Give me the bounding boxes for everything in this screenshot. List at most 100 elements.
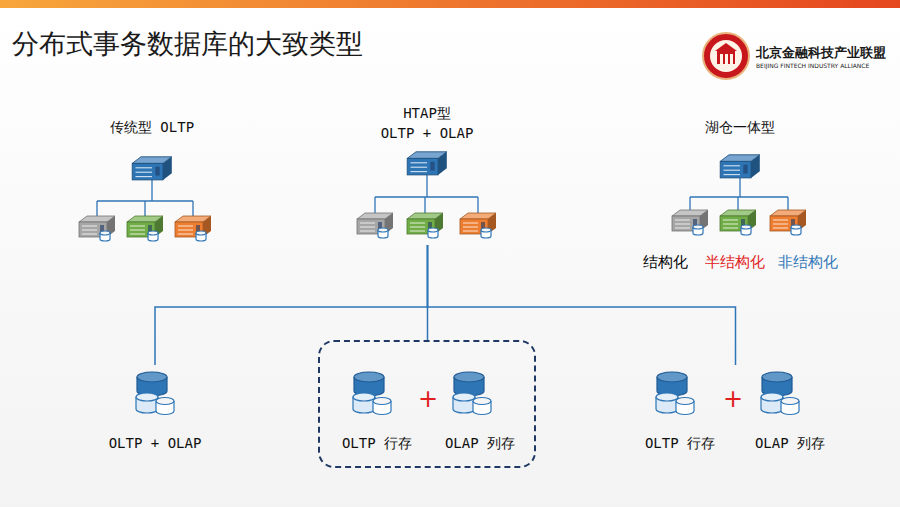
server-icon	[175, 216, 211, 241]
line-shape	[136, 172, 153, 173]
line-shape	[675, 224, 690, 225]
ellipse-shape	[791, 225, 801, 229]
line-shape	[82, 234, 97, 235]
node-label: 湖仓一体型	[705, 119, 775, 136]
slide-title: 分布式事务数据库的大致类型	[12, 28, 363, 60]
tree-line	[96, 201, 97, 216]
line-shape	[136, 167, 153, 168]
rect-shape	[407, 158, 438, 175]
rect-shape	[430, 162, 434, 171]
cylinder	[693, 225, 703, 235]
ellipse-shape	[453, 393, 475, 401]
line-shape	[410, 231, 425, 232]
ellipse-shape	[481, 228, 491, 232]
node-sublabel: 非结构化	[778, 253, 838, 271]
server-icon	[357, 213, 393, 238]
cylinder	[100, 231, 110, 241]
cylinder	[156, 398, 174, 415]
rect-shape	[132, 163, 163, 180]
oltp-group: 传统型 OLTP	[70, 115, 235, 250]
plus-sign: +	[723, 385, 743, 414]
cylinder	[656, 393, 678, 413]
server-icon	[407, 213, 443, 238]
cylinder	[373, 398, 391, 415]
line-shape	[360, 227, 375, 228]
cylinder	[657, 372, 687, 396]
connector	[155, 245, 428, 365]
cylinder	[473, 398, 491, 415]
tree-line	[151, 180, 152, 201]
line-shape	[130, 234, 145, 235]
database-icon	[656, 372, 694, 415]
tree-line	[787, 197, 788, 210]
database-node: OLAP 列存	[730, 365, 840, 460]
node-sublabel: 半结构化	[705, 253, 765, 271]
server-icon	[460, 213, 496, 238]
rect-shape	[743, 165, 747, 174]
line-shape	[463, 223, 478, 224]
line-shape	[410, 223, 425, 224]
ellipse-shape	[353, 393, 375, 401]
tree-line	[374, 197, 375, 213]
connector	[428, 245, 736, 365]
tree-line	[690, 196, 788, 197]
database-node: OLTP 行存	[322, 365, 432, 460]
logo-subname: BEIJING FINTECH INDUSTRY ALLIANCE	[756, 62, 869, 69]
ellipse-shape	[428, 228, 438, 232]
node-illustration	[630, 115, 850, 275]
ellipse-shape	[156, 398, 174, 405]
line-shape	[675, 228, 690, 229]
node-label: OLTP + OLAP	[109, 435, 202, 452]
line-shape	[724, 174, 741, 175]
ellipse-shape	[741, 225, 751, 229]
cylinder	[148, 231, 158, 241]
ellipse-shape	[657, 372, 687, 382]
node-label: OLTP 行存	[645, 435, 715, 452]
ellipse-shape	[378, 228, 388, 232]
line-shape	[723, 224, 738, 225]
tree-line	[144, 201, 145, 216]
server-icon	[720, 210, 756, 235]
ellipse-shape	[373, 398, 391, 405]
database-node: OLTP + OLAP	[95, 365, 215, 460]
logo-name: 北京金融科技产业联盟	[756, 45, 886, 61]
node-label: OLAP 列存	[445, 435, 515, 452]
line-shape	[130, 230, 145, 231]
line-shape	[410, 227, 425, 228]
ellipse-shape	[693, 225, 703, 229]
node-illustration	[345, 103, 510, 245]
cylinder	[761, 393, 783, 413]
tree-line	[192, 201, 193, 216]
line-shape	[675, 220, 690, 221]
line-shape	[82, 226, 97, 227]
logo-emblem	[700, 30, 752, 82]
line-shape	[463, 231, 478, 232]
rect-shape	[155, 167, 159, 176]
cylinder	[353, 393, 375, 413]
cylinder	[762, 372, 792, 396]
ellipse-shape	[148, 231, 158, 235]
ellipse-shape	[473, 398, 491, 405]
ellipse-shape	[761, 393, 783, 401]
database-icon	[136, 372, 174, 415]
ellipse-shape	[454, 372, 484, 382]
ellipse-shape	[100, 231, 110, 235]
line-shape	[136, 176, 153, 177]
line-shape	[360, 231, 375, 232]
line-shape	[723, 228, 738, 229]
node-label: 传统型 OLTP	[110, 119, 194, 136]
server-icon	[407, 152, 447, 175]
line-shape	[411, 171, 428, 172]
database-node: OLAP 列存	[425, 365, 535, 460]
tree-line	[477, 197, 478, 213]
node-illustration	[70, 115, 235, 250]
top-bar	[0, 0, 900, 8]
cylinder	[136, 393, 158, 413]
cylinder	[453, 393, 475, 413]
ellipse-shape	[656, 393, 678, 401]
ellipse-shape	[137, 372, 167, 382]
line-shape	[773, 224, 788, 225]
database-node: OLTP 行存	[620, 365, 730, 460]
cylinder	[791, 225, 801, 235]
node-label: OLAP 列存	[755, 435, 825, 452]
